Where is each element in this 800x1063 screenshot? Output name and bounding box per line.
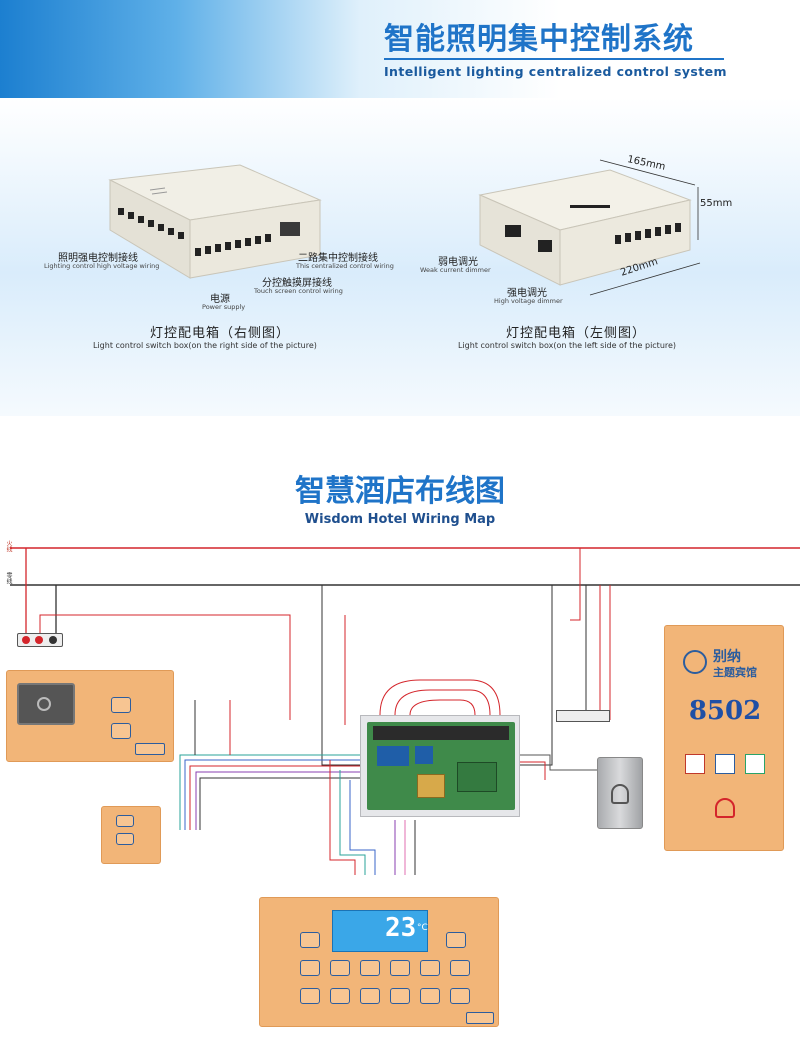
dimension-height: 55mm xyxy=(700,198,733,209)
label-central-cn: 二路集中控制接线 xyxy=(298,253,378,264)
thermostat-key[interactable] xyxy=(390,988,410,1004)
card-switch-panel[interactable] xyxy=(6,670,174,762)
bell-icon xyxy=(611,784,629,804)
terminal-neutral-dot xyxy=(49,636,57,644)
temperature-unit: °C xyxy=(417,923,428,933)
label-touch-cn: 分控触摸屏接线 xyxy=(262,278,332,289)
scene-switch-panel[interactable] xyxy=(101,806,161,864)
thermostat-key[interactable] xyxy=(300,960,320,976)
bed-icon xyxy=(715,754,735,774)
power-terminal-block xyxy=(17,633,63,647)
doorbell-icon xyxy=(715,798,735,818)
caption-right-view-cn: 灯控配电箱（右侧图） xyxy=(150,326,291,341)
room-doorplate: 别纳 主题宾馆 8502 xyxy=(664,625,784,851)
relay xyxy=(415,746,433,764)
thermostat-display: 23 °C xyxy=(332,910,428,952)
thermostat-key[interactable] xyxy=(420,988,440,1004)
thermostat-key[interactable] xyxy=(360,960,380,976)
label-strong-dimmer-cn: 强电调光 xyxy=(507,288,547,299)
live-wire-label: 火线 xyxy=(5,540,12,552)
dnd-button[interactable] xyxy=(111,697,131,713)
wiring-subtitle: Wisdom Hotel Wiring Map xyxy=(304,512,496,527)
label-hv-wiring-en: Lighting control high voltage wiring xyxy=(44,262,160,270)
thermostat-key[interactable] xyxy=(420,960,440,976)
fan-button[interactable] xyxy=(300,932,320,948)
scene-button-2[interactable] xyxy=(116,833,134,845)
caption-left-view-en: Light control switch box(on the left sid… xyxy=(458,341,677,350)
terminal-live-dot xyxy=(35,636,43,644)
scene-button-1[interactable] xyxy=(116,815,134,827)
hotel-name: 主题宾馆 xyxy=(713,666,757,679)
card-slot[interactable] xyxy=(17,683,75,725)
header-banner xyxy=(0,0,800,98)
wiring-lines xyxy=(10,547,800,875)
thermostat-key[interactable] xyxy=(390,960,410,976)
controller-board xyxy=(360,715,520,817)
caption-right-view-en: Light control switch box(on the right si… xyxy=(93,341,317,350)
relay xyxy=(377,746,409,766)
thermostat-key[interactable] xyxy=(300,988,320,1004)
cleaning-button[interactable] xyxy=(111,723,131,739)
brand-logo-small xyxy=(135,743,165,755)
transformer xyxy=(417,774,445,798)
thermostat-key[interactable] xyxy=(360,988,380,1004)
label-touch-en: Touch screen control wiring xyxy=(254,287,343,295)
room-number: 8502 xyxy=(688,696,762,726)
cleaning-icon xyxy=(745,754,765,774)
dnd-icon xyxy=(685,754,705,774)
brand-name: 别纳 xyxy=(713,649,741,665)
doorbell-panel[interactable] xyxy=(597,757,643,829)
terminal-live-dot xyxy=(22,636,30,644)
label-strong-dimmer-en: High voltage dimmer xyxy=(494,297,563,305)
product-panel xyxy=(0,98,800,416)
neutral-wire-label: 零线 xyxy=(5,572,12,584)
wiring-title: 智慧酒店布线图 xyxy=(295,474,505,509)
logic-board xyxy=(457,762,497,792)
pcb xyxy=(367,722,515,810)
control-box-right-view xyxy=(108,164,322,279)
label-weak-dimmer-en: Weak current dimmer xyxy=(420,266,491,274)
control-box-left-view xyxy=(478,159,701,296)
label-central-en: This centralized control wiring xyxy=(296,262,394,270)
thermostat-key[interactable] xyxy=(330,988,350,1004)
power-icon xyxy=(37,697,51,711)
thermostat-panel[interactable]: 23 °C xyxy=(259,897,499,1027)
relay-bank xyxy=(373,726,509,740)
mode-button[interactable] xyxy=(446,932,466,948)
temperature-reading: 23 xyxy=(385,913,417,943)
banner-subtitle: Intelligent lighting centralized control… xyxy=(384,64,727,79)
thermostat-key[interactable] xyxy=(450,960,470,976)
thermostat-key[interactable] xyxy=(450,988,470,1004)
thermostat-key[interactable] xyxy=(330,960,350,976)
terminal-block-right xyxy=(556,710,610,722)
title-underline xyxy=(384,58,724,60)
label-power-cn: 电源 xyxy=(210,294,230,305)
brand-logo-small xyxy=(466,1012,494,1024)
caption-left-view-cn: 灯控配电箱（左侧图） xyxy=(506,326,647,341)
brand-logo-icon xyxy=(683,650,707,674)
banner-title: 智能照明集中控制系统 xyxy=(384,22,694,57)
label-power-en: Power supply xyxy=(202,303,246,311)
label-hv-wiring-cn: 照明强电控制接线 xyxy=(58,253,138,264)
label-weak-dimmer-cn: 弱电调光 xyxy=(438,257,478,268)
